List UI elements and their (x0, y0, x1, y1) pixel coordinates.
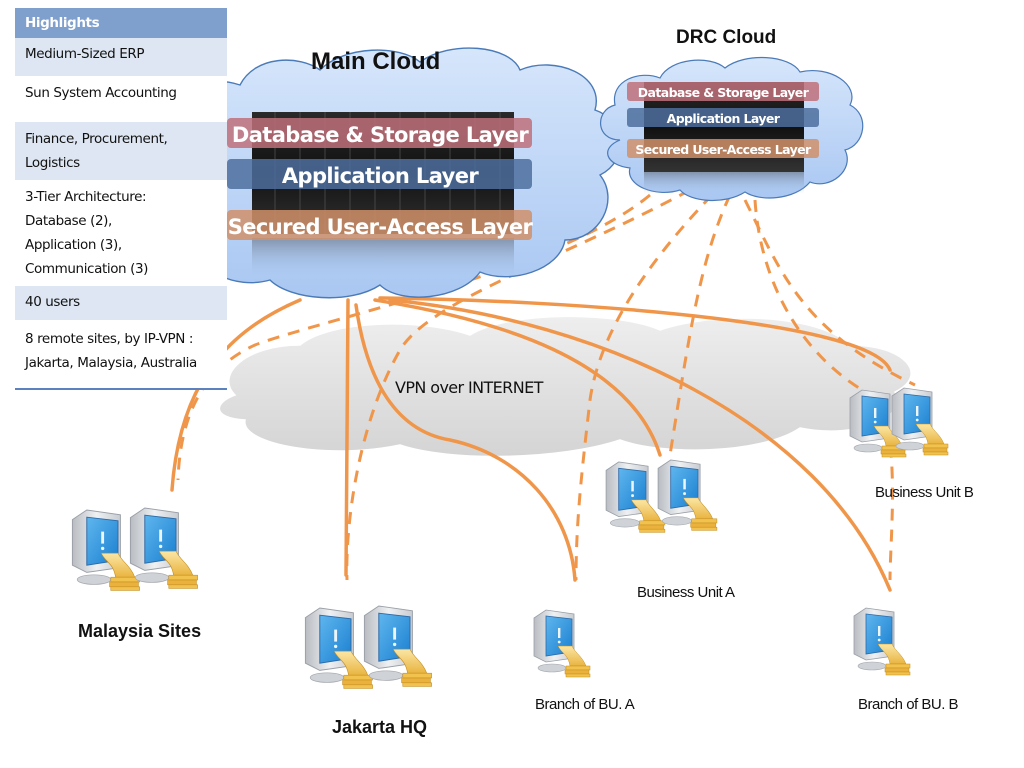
main-db-layer-label: Database & Storage Layer (232, 123, 529, 147)
computer-icon (853, 607, 911, 676)
highlight-text: Jakarta, Malaysia, Australia (25, 355, 197, 371)
link-main-bu-a (373, 298, 662, 457)
computer-icon (533, 609, 591, 678)
highlight-text: Medium-Sized ERP (25, 46, 145, 62)
drc-app-layer (627, 108, 819, 127)
main-access-layer-label: Secured User-Access Layer (228, 215, 534, 239)
highlight-text: Logistics (25, 155, 80, 171)
link-main-jakarta (344, 298, 350, 577)
computer-icon (71, 509, 141, 592)
drc-access-layer-label: Secured User-Access Layer (635, 142, 812, 157)
main-app-layer (227, 159, 532, 189)
site-branch-bu-a[interactable] (533, 609, 591, 678)
site-jakarta-hq[interactable] (304, 605, 433, 690)
main-cloud[interactable]: Database & Storage Layer Application Lay… (163, 47, 621, 299)
main-cloud-title: Main Cloud (311, 48, 441, 75)
internet-label: VPN over INTERNET (395, 378, 543, 397)
drc-cloud-title: DRC Cloud (676, 27, 777, 48)
site-label-bu-a: Business Unit A (637, 584, 735, 601)
highlight-row: 40 users (15, 286, 227, 320)
highlight-row: Finance, Procurement, Logistics (15, 122, 227, 180)
computer-icon (891, 387, 949, 456)
link-main-branch-a (354, 303, 577, 582)
site-business-unit-a[interactable] (605, 459, 718, 533)
internet-cloud (218, 315, 912, 458)
highlight-text: Finance, Procurement, (25, 131, 168, 147)
main-app-layer-label: Application Layer (282, 164, 479, 188)
drc-access-layer (627, 139, 819, 158)
highlight-text: Communication (3) (25, 261, 149, 277)
computer-icon (363, 605, 433, 688)
site-business-unit-b[interactable] (849, 387, 949, 458)
highlight-text: 8 remote sites, by IP-VPN : (25, 331, 194, 347)
highlights-table: Highlights Medium-Sized ERP Sun System A… (15, 8, 227, 390)
computer-icon (657, 459, 718, 531)
computer-icon (304, 607, 374, 690)
highlight-text: Database (2), (25, 213, 112, 229)
computer-icon (605, 461, 666, 533)
link-main-branch-b (388, 298, 892, 592)
site-label-jakarta: Jakarta HQ (332, 717, 428, 737)
drc-cloud[interactable]: Database & Storage Layer Application Lay… (600, 57, 864, 202)
drc-app-layer-label: Application Layer (667, 111, 781, 126)
highlight-row: Sun System Accounting (15, 76, 227, 122)
link-drc-bu-a (668, 194, 732, 456)
main-db-layer (227, 118, 532, 148)
highlight-text: Sun System Accounting (25, 85, 177, 101)
site-branch-bu-b[interactable] (853, 607, 911, 676)
site-label-branch-b: Branch of BU. B (858, 696, 959, 713)
drc-db-layer (627, 82, 819, 101)
main-access-layer (227, 210, 532, 240)
site-label-branch-a: Branch of BU. A (535, 696, 635, 713)
drc-db-layer-label: Database & Storage Layer (638, 85, 810, 100)
highlight-text: 40 users (25, 294, 80, 310)
highlights-header: Highlights (15, 8, 227, 38)
site-label-malaysia: Malaysia Sites (78, 621, 202, 641)
highlight-text: Application (3), (25, 237, 122, 253)
site-malaysia[interactable] (71, 507, 199, 592)
highlight-row: 3-Tier Architecture: Database (2), Appli… (15, 180, 227, 286)
highlight-row: 8 remote sites, by IP-VPN : Jakarta, Mal… (15, 320, 227, 390)
highlight-text: 3-Tier Architecture: (25, 189, 147, 205)
link-drc-branch-a (574, 193, 714, 581)
highlight-row: Medium-Sized ERP (15, 38, 227, 76)
computer-icon (129, 507, 199, 590)
site-label-bu-b: Business Unit B (875, 484, 974, 501)
